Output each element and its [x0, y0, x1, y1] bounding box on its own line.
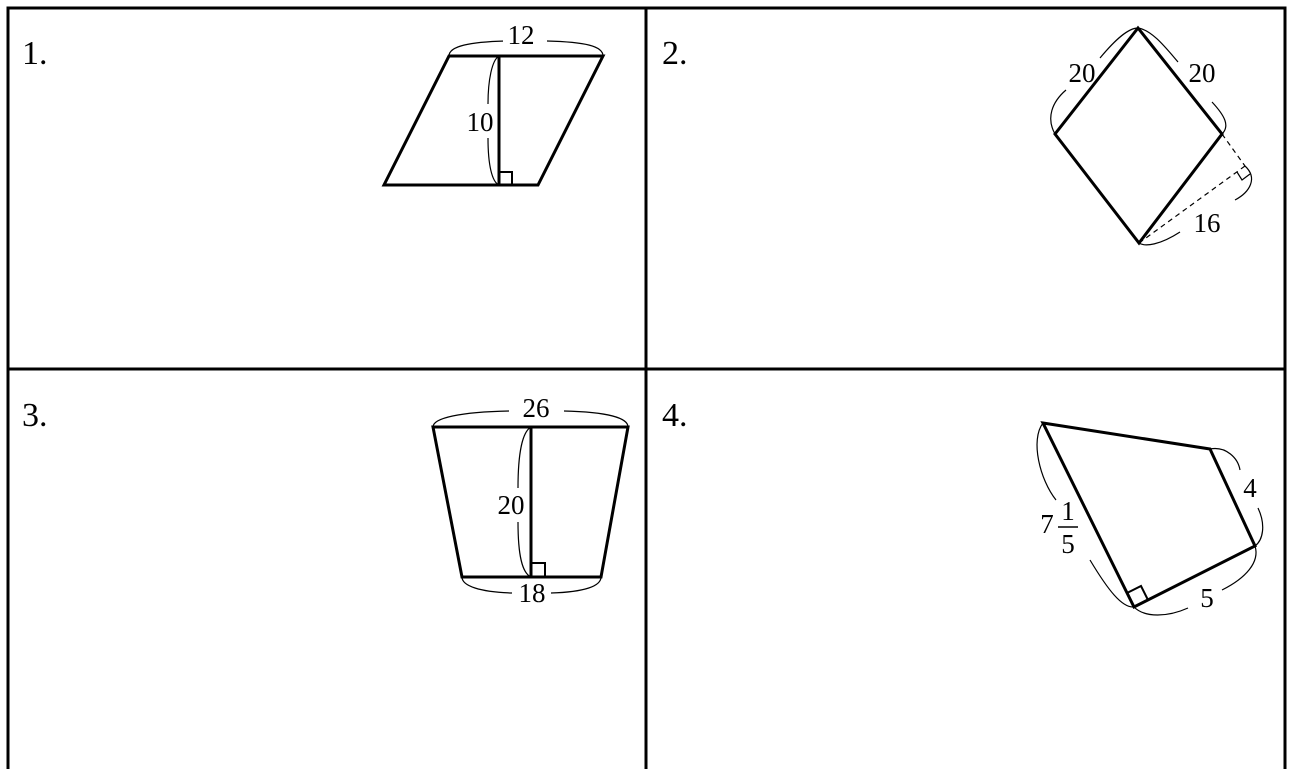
worksheet-grid: [6, 6, 1287, 769]
parallelogram-base-label: 12: [508, 20, 535, 50]
quadrilateral-figure: 7 1 5 4 5: [1036, 421, 1264, 616]
parallelogram-height-label: 10: [467, 107, 494, 137]
quadrilateral-right-side-label: 4: [1243, 473, 1257, 503]
mixed-number-whole: 7: [1040, 509, 1054, 539]
problem-2-number: 2.: [662, 35, 688, 72]
problem-2-cell: 2. 20 20 16: [662, 25, 1253, 246]
problem-1-number: 1.: [22, 35, 48, 72]
rhombus-left-side-label: 20: [1069, 58, 1096, 88]
trapezoid-top-base-label: 26: [523, 393, 550, 423]
quadrilateral-bottom-side-label: 5: [1200, 583, 1214, 613]
trapezoid-figure: 26 20 18: [431, 393, 630, 608]
rhombus-figure: 20 20 16: [1050, 25, 1253, 246]
mixed-number-numerator: 1: [1061, 496, 1075, 526]
problem-3-cell: 3. 26 20 18: [22, 393, 630, 608]
parallelogram-figure: 12 10: [381, 20, 606, 187]
mixed-number-denominator: 5: [1061, 529, 1075, 559]
rhombus-right-side-label: 20: [1189, 58, 1216, 88]
quadrilateral-left-side-label: 7 1 5: [1040, 496, 1078, 559]
problem-3-number: 3.: [22, 397, 48, 434]
problem-4-cell: 4. 7 1 5 4 5: [662, 397, 1264, 616]
problem-4-number: 4.: [662, 397, 688, 434]
trapezoid-bottom-base-label: 18: [519, 578, 546, 608]
trapezoid-height-label: 20: [498, 490, 525, 520]
problem-1-cell: 1. 12 10: [22, 20, 606, 187]
rhombus-height-label: 16: [1194, 208, 1221, 238]
